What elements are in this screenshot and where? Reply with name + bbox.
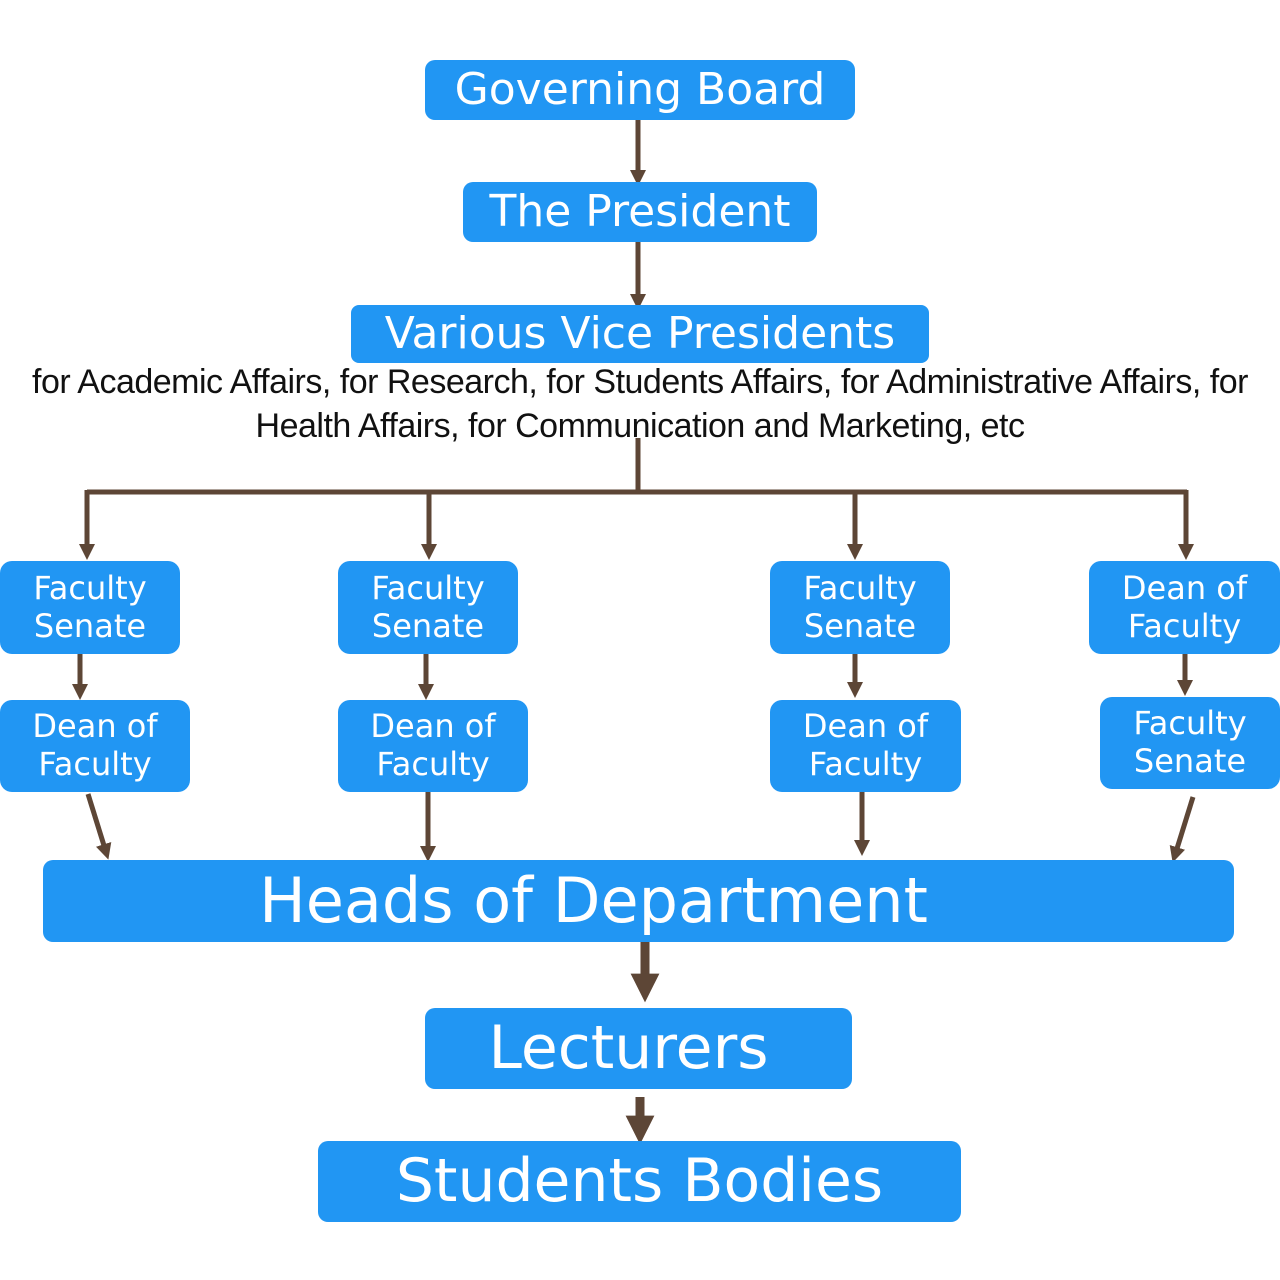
node-branch-3-top-line-2: Senate <box>803 606 917 645</box>
node-branch-1-bottom-line-2: Faculty <box>38 745 152 783</box>
node-vice-presidents-label: Various Vice Presidents <box>384 308 896 360</box>
node-branch-2-bottom-line-1: Dean of <box>370 707 496 746</box>
node-branch-2-bottom-line-2: Faculty <box>376 745 490 783</box>
node-branch-4-top-line-2: Faculty <box>1127 606 1242 645</box>
node-vice-presidents: Various Vice Presidents <box>351 305 929 363</box>
node-branch-1-top-line-2: Senate <box>33 606 147 645</box>
node-branch-2-top-line-2: Senate <box>371 606 485 645</box>
node-lecturers-label: Lecturers <box>488 1013 769 1084</box>
node-lecturers: Lecturers <box>425 1008 852 1089</box>
node-students-bodies-label: Students Bodies <box>395 1146 884 1217</box>
node-president: The President <box>463 182 817 242</box>
node-governing-board-label: Governing Board <box>454 64 826 116</box>
node-branch-4-top-line-1: Dean of <box>1121 568 1248 607</box>
node-branch-4-bottom-line-2: Senate <box>1133 742 1247 780</box>
node-branch-3-top-line-1: Faculty <box>803 568 917 607</box>
node-branch-4-bottom-line-1: Faculty <box>1133 704 1247 743</box>
node-governing-board: Governing Board <box>425 60 855 120</box>
vice-presidents-description: for Academic Affairs, for Research, for … <box>32 363 1248 445</box>
node-president-label: The President <box>489 186 791 238</box>
node-branch-1-top-line-1: Faculty <box>33 568 147 607</box>
node-branch-3-bottom-line-1: Dean of <box>802 707 929 746</box>
node-students-bodies: Students Bodies <box>318 1141 961 1222</box>
node-branch-1-bottom-line-1: Dean of <box>32 707 158 746</box>
node-branch-2-top-line-1: Faculty <box>371 568 485 607</box>
node-heads-of-department: Heads of Department <box>43 860 1234 942</box>
node-heads-of-department-label: Heads of Department <box>259 864 928 938</box>
node-branch-3-bottom-line-2: Faculty <box>808 745 923 783</box>
arrow-branch-1-to-hod <box>85 793 112 860</box>
arrow-branch-4-to-hod <box>1169 796 1196 863</box>
